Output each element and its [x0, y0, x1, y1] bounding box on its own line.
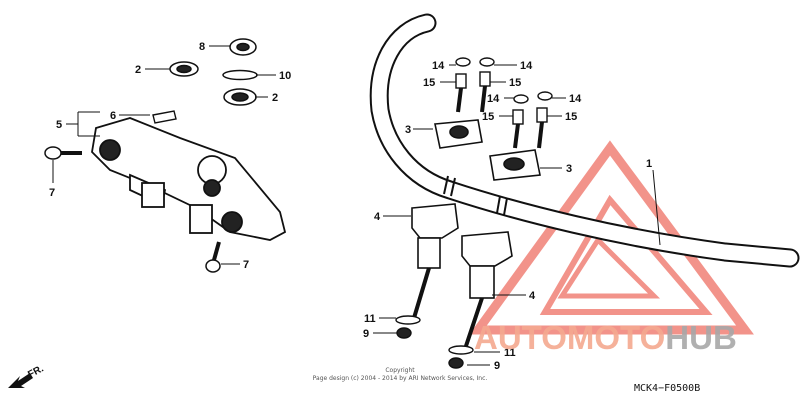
callout-4: 4 [529, 290, 536, 302]
callout-7: 7 [49, 187, 55, 199]
upper-holder-left [434, 119, 483, 149]
copyright-line-1: Copyright [385, 367, 415, 374]
callout-15: 15 [565, 111, 577, 123]
top-bridge-bolts [44, 146, 221, 273]
washers-and-nuts [395, 315, 474, 369]
watermark-part-1: AUTOMOTO [474, 319, 665, 356]
callout-3: 3 [405, 124, 411, 136]
leader-lines [52, 45, 661, 366]
callout-5: 5 [56, 119, 62, 131]
callout-3: 3 [566, 163, 572, 175]
callout-2: 2 [135, 64, 141, 76]
copyright-line-2: Page design (c) 2004 - 2014 by ARI Netwo… [313, 375, 488, 382]
callout-6: 6 [110, 110, 116, 122]
top-bridge [91, 117, 287, 241]
watermark-part-2: HUB [665, 319, 737, 356]
callout-11: 11 [504, 347, 516, 359]
bushings [169, 38, 258, 106]
callout-8: 8 [199, 41, 205, 53]
callout-15: 15 [482, 111, 494, 123]
callout-15: 15 [509, 77, 521, 89]
direction-label: FR. [26, 363, 46, 380]
callout-15: 15 [423, 77, 435, 89]
callout-9: 9 [494, 360, 500, 372]
bolts-and-caps [455, 57, 553, 149]
callout-4: 4 [374, 211, 381, 223]
front-direction-arrow: FR. [8, 363, 46, 388]
upper-holder-right [489, 149, 541, 181]
handlebar [369, 13, 800, 268]
callout-2: 2 [272, 92, 278, 104]
lower-holder-right [461, 231, 513, 347]
watermark-wordmark: AUTOMOTOHUB [474, 319, 737, 356]
callout-9: 9 [363, 328, 369, 340]
diagram-code: MCK4−F0500B [634, 383, 700, 394]
svg-text:AUTOMOTOHUB: AUTOMOTOHUB [474, 319, 737, 356]
callout-11: 11 [364, 313, 376, 325]
lower-holder-left [411, 203, 459, 319]
callout-7: 7 [243, 259, 249, 271]
callout-10: 10 [279, 70, 291, 82]
callout-1: 1 [646, 158, 652, 170]
label-plate [152, 110, 177, 124]
callout-14: 14 [432, 60, 445, 72]
callout-14: 14 [520, 60, 533, 72]
callout-14: 14 [487, 93, 500, 105]
callout-14: 14 [569, 93, 582, 105]
callout-labels: 1 2 2 3 3 4 4 5 6 7 7 8 9 9 10 11 11 14 … [49, 41, 652, 372]
